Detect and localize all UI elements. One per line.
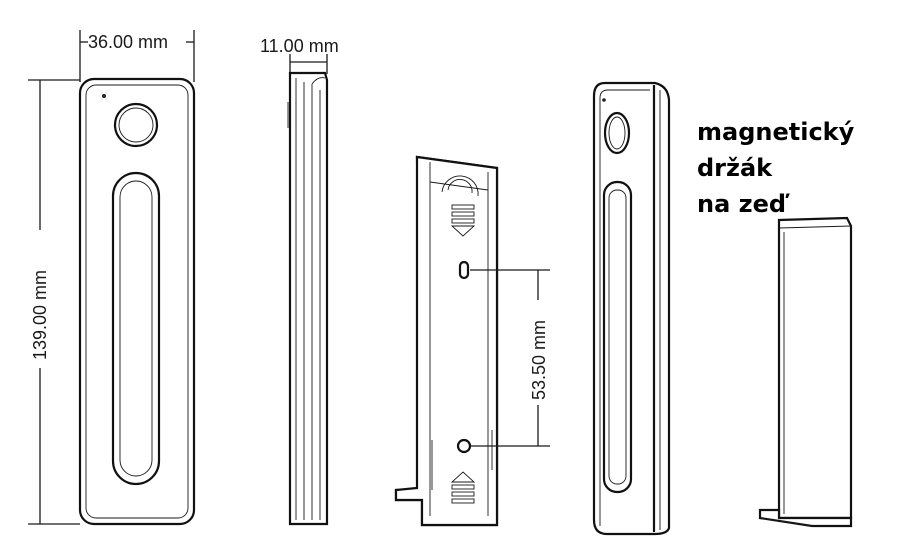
caption-line-3: na zeď	[697, 190, 790, 218]
grip-ribs-top	[450, 204, 476, 237]
width-dimension-label: 36.00 mm	[88, 32, 168, 52]
perspective-slot	[602, 180, 633, 494]
hole-spacing-label: 53.50 mm	[529, 320, 549, 400]
mounting-hole-upper	[458, 260, 470, 280]
grip-ribs-bottom	[450, 471, 476, 504]
side-view: 11.00 mm	[260, 36, 339, 526]
depth-dimension-label: 11.00 mm	[260, 36, 339, 56]
perspective-camera-icon	[603, 111, 631, 155]
mounting-plate-view: 53.50 mm	[394, 155, 550, 527]
caption-line-2: držák	[697, 154, 773, 182]
caption-line-1: magnetický	[697, 118, 855, 146]
perspective-device-view	[592, 81, 671, 536]
front-view: 36.00 mm 139.00 mm	[28, 30, 196, 526]
handle-slot	[111, 171, 161, 486]
height-dimension-label: 139.00 mm	[30, 270, 50, 360]
holder-caption: magnetický držák na zeď	[697, 118, 855, 218]
camera-ring-icon	[113, 102, 159, 148]
magnetic-wall-holder	[758, 216, 853, 528]
